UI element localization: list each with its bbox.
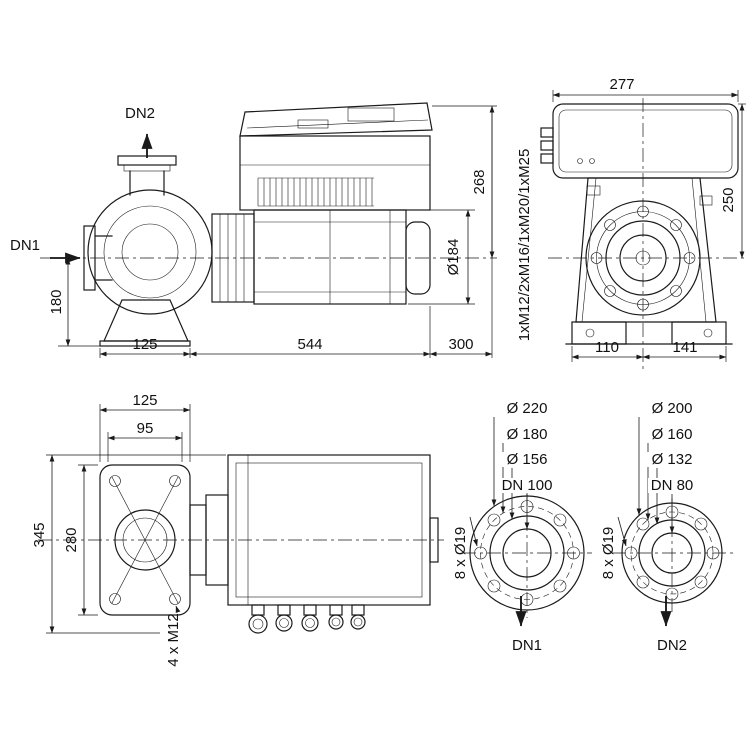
dim-345: 345 [31,522,48,547]
dim-250: 250 [720,187,737,212]
dn2-outer-diameter-label: Ø 200 [652,400,693,417]
dn1-holes-note: 8 x Ø19 [452,527,469,580]
dim-300: 300 [448,336,473,353]
cable-glands [248,604,366,634]
dn2-holes-note: 8 x Ø19 [600,527,617,580]
dim-277: 277 [609,76,634,93]
bolt-note: 4 x M12 [165,613,182,666]
dn2-port-label: DN2 [125,105,155,122]
dim-544: 544 [297,336,322,353]
dn1-bolt-circle-label: Ø 180 [507,426,548,443]
module-front [540,103,739,179]
side-view: DN2 DN1 [10,102,497,358]
dim-top-125: 125 [132,392,157,409]
dim-268: 268 [471,169,488,194]
dim-motor-diameter: Ø184 [445,239,462,276]
dn2-port-label-bottom: DN2 [657,637,687,654]
cable-gland-note: 1xM12/2xM16/1xM20/1xM25 [516,149,533,342]
dim-141: 141 [672,339,697,356]
dn1-outer-diameter-label: Ø 220 [507,400,548,417]
dn1-port-label-bottom: DN1 [512,637,542,654]
electronics-module [239,102,433,211]
flange-circle-front [585,200,701,316]
motor-body [253,209,431,305]
dim-95: 95 [137,420,154,437]
flange-view-dn1: Ø 220 Ø 180 Ø 156 DN 100 8 x Ø19 DN1 [452,400,592,654]
flange-dn2-circles [621,502,723,604]
dn2-bolt-circle-label: Ø 160 [652,426,693,443]
dim-125: 125 [132,336,157,353]
module-top [227,454,439,606]
pump-foot [99,299,191,347]
dim-110: 110 [595,339,619,356]
dim-280: 280 [63,527,80,552]
dn2-face-diameter-label: Ø 132 [652,451,693,468]
dn2-nominal-label: DN 80 [651,477,694,494]
volute-casing [83,189,213,315]
dn1-nominal-label: DN 100 [502,477,553,494]
top-view: 125 95 345 280 4 x M12 [31,392,444,667]
dn1-face-diameter-label: Ø 156 [507,451,548,468]
heatsink-fins [257,177,374,207]
front-view: 277 [516,76,746,372]
dim-180: 180 [48,289,65,314]
flange-dn1-circles [469,495,585,611]
flange-view-dn2: Ø 200 Ø 160 Ø 132 DN 80 8 x Ø19 DN2 [600,400,734,654]
discharge-flange [117,155,177,196]
dn1-port-label: DN1 [10,237,40,254]
